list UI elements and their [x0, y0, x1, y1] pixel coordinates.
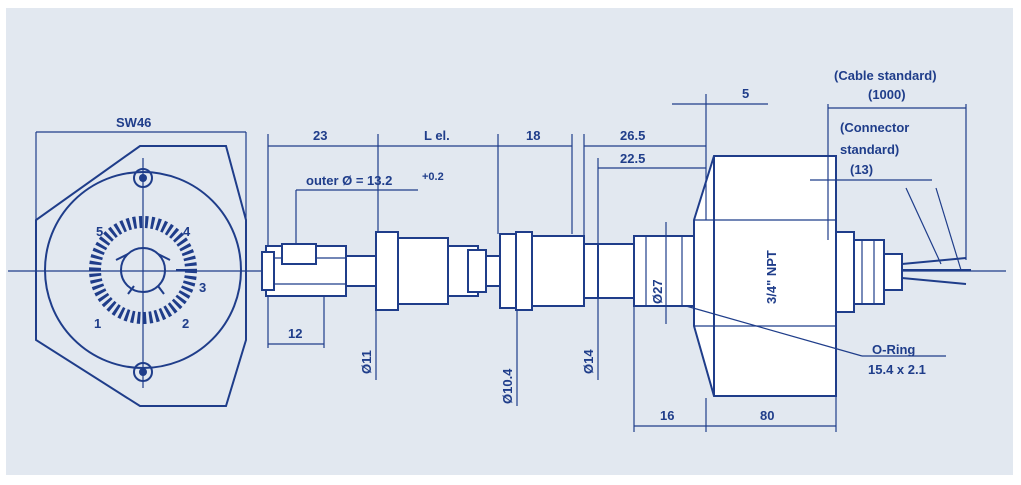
- dim-18-label: 18: [526, 128, 540, 143]
- dim-12-label: 12: [288, 326, 302, 341]
- connector-length-label: (13): [850, 162, 873, 177]
- outer-diameter-label: outer Ø = 13.2: [306, 173, 392, 188]
- flange-1: [375, 231, 399, 311]
- dim-length-label: L el.: [424, 128, 450, 143]
- flange-2: [499, 233, 517, 309]
- o-ring-leader: [685, 305, 863, 357]
- dim-26-5-label: 26.5: [620, 128, 645, 143]
- thread-label: 3/4" NPT: [764, 250, 779, 304]
- hex-nut-outline: [35, 145, 247, 407]
- pin-3-label: 3: [199, 280, 206, 295]
- technical-drawing: SW46 5 4 3 1 2: [6, 8, 1013, 475]
- side-view: 23 L el. 18 26.5 22.5 5 outer Ø = 13.2 +…: [261, 68, 971, 432]
- probe-sleeve: [281, 243, 317, 265]
- pin-5-label: 5: [96, 224, 103, 239]
- pin-2-label: 2: [182, 316, 189, 331]
- body-section-1: [397, 237, 449, 305]
- outer-diameter-tol: +0.2: [422, 171, 444, 183]
- dim-22-5-label: 22.5: [620, 151, 645, 166]
- dia-10-4-label: Ø10.4: [500, 368, 515, 404]
- dim-16-label: 16: [660, 408, 674, 423]
- wrench-size-label: SW46: [116, 115, 151, 130]
- dia-14-label: Ø14: [581, 349, 596, 374]
- connector-standard-label-1: (Connector: [840, 120, 909, 135]
- pin-4-label: 4: [183, 224, 191, 239]
- connector-standard-label-2: standard): [840, 142, 899, 157]
- dim-5-label: 5: [742, 86, 749, 101]
- cable-length-label: (1000): [868, 87, 906, 102]
- pin-1-label: 1: [94, 316, 101, 331]
- cable-standard-label: (Cable standard): [834, 68, 937, 83]
- dim-23-label: 23: [313, 128, 327, 143]
- connector-flange: [835, 231, 855, 313]
- cable: [901, 257, 971, 285]
- front-view: SW46 5 4 3 1 2: [35, 115, 247, 407]
- o-ring-label: O-Ring: [872, 342, 915, 357]
- dia-11-label: Ø11: [359, 350, 374, 374]
- o-ring-size-label: 15.4 x 2.1: [868, 362, 926, 377]
- body-section-3: [597, 243, 635, 299]
- drawing-panel: SW46 5 4 3 1 2: [6, 8, 1013, 475]
- body-section-2: [531, 235, 585, 307]
- dim-80-label: 80: [760, 408, 774, 423]
- dia-27-label: Ø27: [650, 279, 665, 304]
- connector-body: [853, 239, 885, 305]
- threaded-section: [633, 235, 695, 307]
